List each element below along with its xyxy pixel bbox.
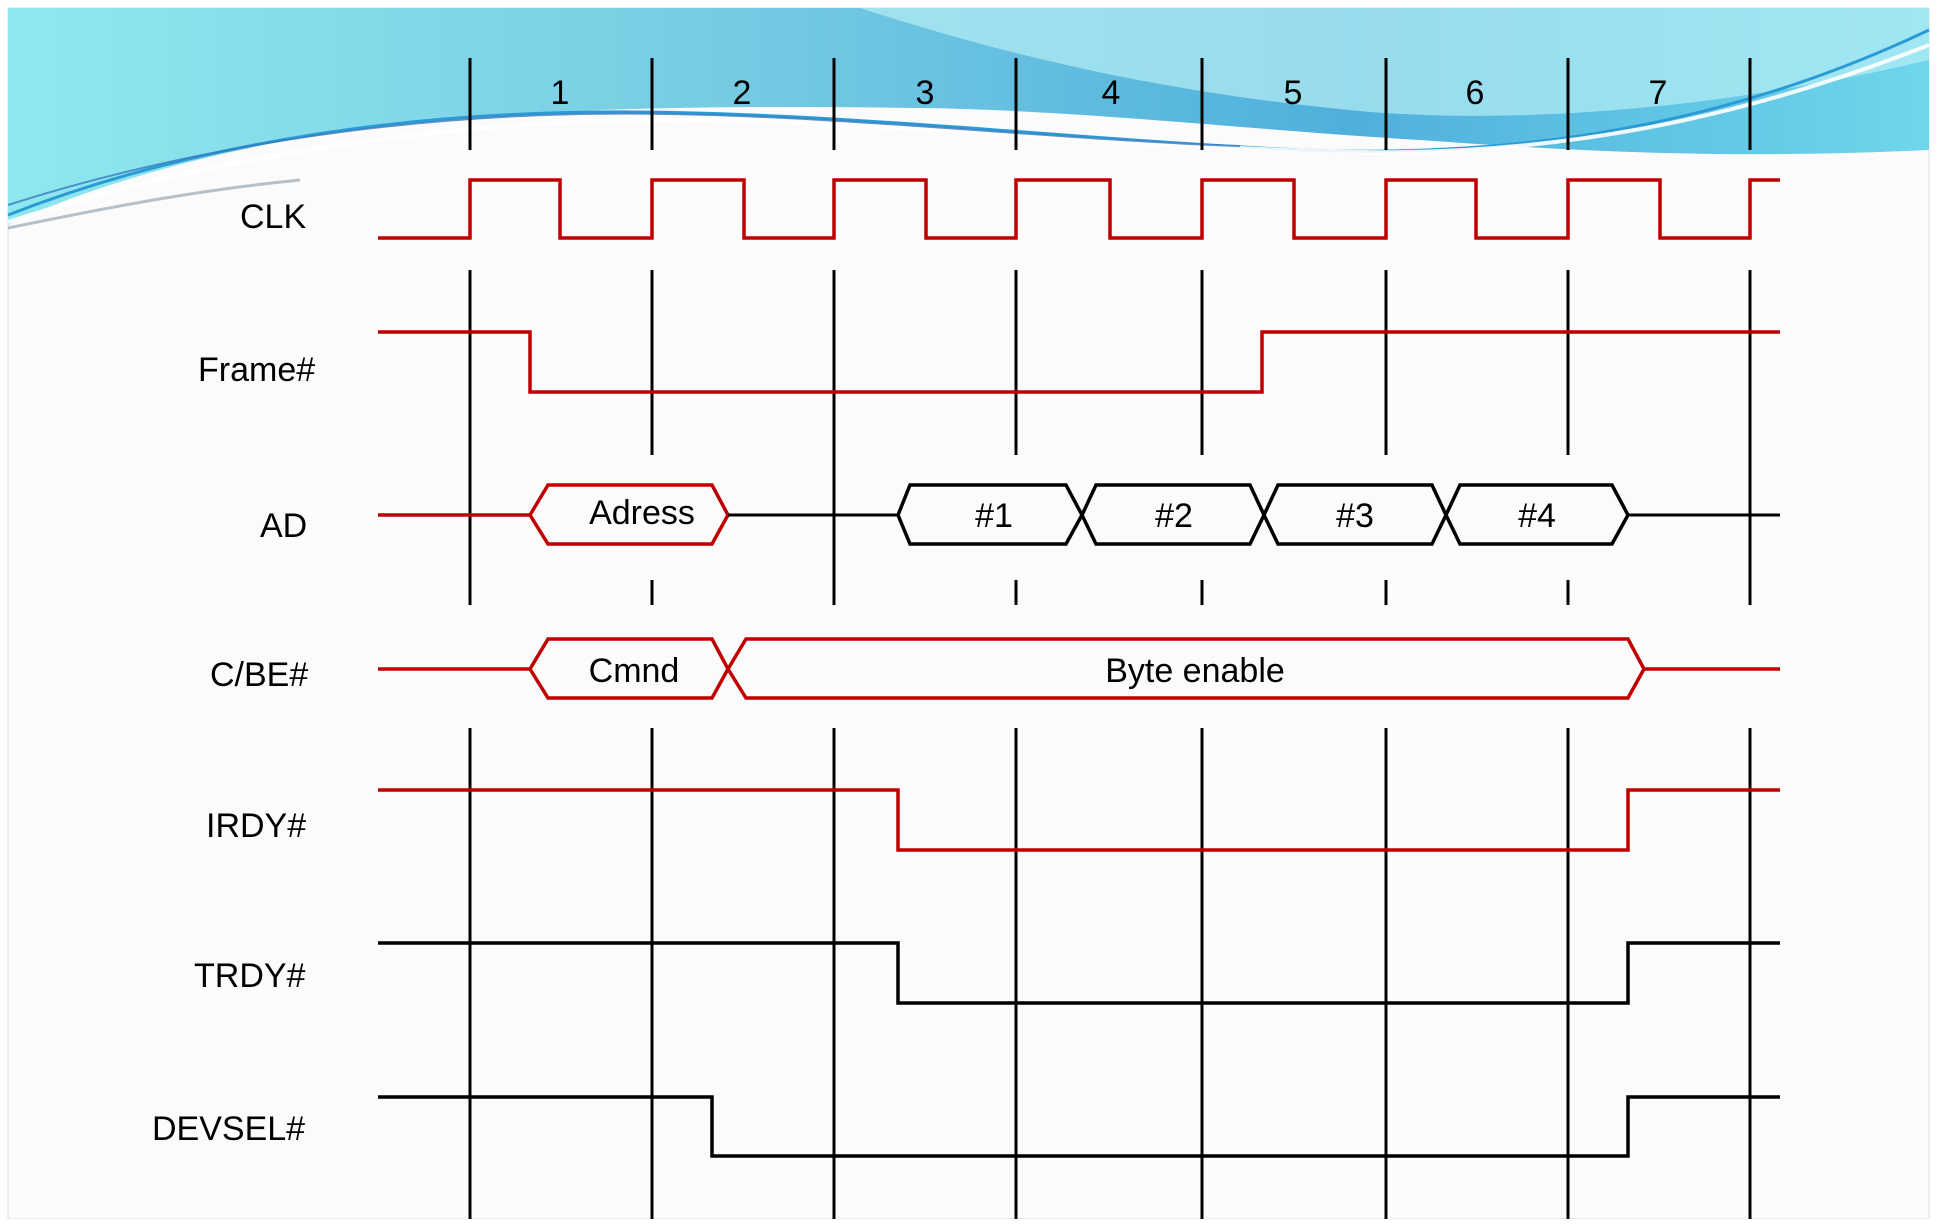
signal-label-frame: Frame# bbox=[198, 351, 315, 389]
ad-data-label-3: #3 bbox=[1336, 497, 1374, 535]
signal-label-ad: AD bbox=[260, 507, 307, 545]
ad-data-label-4: #4 bbox=[1518, 497, 1556, 535]
devsel-waveform bbox=[378, 1095, 1780, 1158]
cbe-byte-enable-label: Byte enable bbox=[1105, 652, 1285, 690]
cycle-label-5: 5 bbox=[1284, 74, 1303, 112]
ad-data-label-1: #1 bbox=[975, 497, 1013, 535]
cbe-command-label: Cmnd bbox=[589, 652, 680, 690]
cbe-bus: Cmnd Byte enable bbox=[378, 637, 1780, 700]
decorative-banner bbox=[7, 8, 1930, 230]
ad-bus: Adress #1 #2 #3 #4 bbox=[378, 483, 1780, 546]
cycle-label-7: 7 bbox=[1649, 74, 1668, 112]
ad-data-label-2: #2 bbox=[1155, 497, 1193, 535]
signal-label-cbe: C/BE# bbox=[210, 656, 308, 694]
signal-label-clk: CLK bbox=[240, 198, 306, 236]
signal-name-labels: CLK Frame# AD C/BE# IRDY# TRDY# DEVSEL# bbox=[152, 198, 315, 1148]
slide-background bbox=[7, 7, 1930, 1220]
cycle-label-6: 6 bbox=[1466, 74, 1485, 112]
cycle-label-3: 3 bbox=[916, 74, 935, 112]
cycle-label-4: 4 bbox=[1102, 74, 1121, 112]
cycle-label-1: 1 bbox=[551, 74, 570, 112]
frame-waveform bbox=[378, 330, 1780, 394]
cycle-label-2: 2 bbox=[733, 74, 752, 112]
signal-label-irdy: IRDY# bbox=[206, 807, 306, 845]
clock-edge-grid bbox=[468, 58, 1752, 1219]
cycle-number-labels: 1 2 3 4 5 6 7 bbox=[551, 74, 1668, 112]
signal-label-devsel: DEVSEL# bbox=[152, 1110, 305, 1148]
signal-label-trdy: TRDY# bbox=[194, 957, 306, 995]
ad-address-label: Adress bbox=[589, 494, 695, 532]
trdy-waveform bbox=[378, 941, 1780, 1005]
irdy-waveform bbox=[378, 788, 1780, 852]
clk-waveform bbox=[378, 178, 1780, 240]
